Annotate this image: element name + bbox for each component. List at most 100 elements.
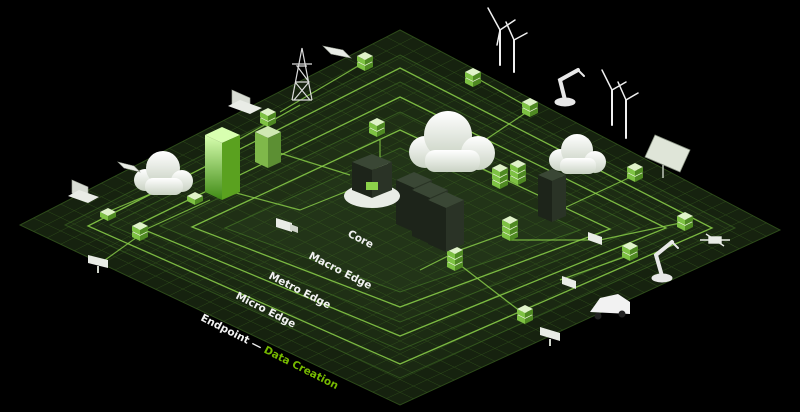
- node-cube: [447, 262, 455, 271]
- node-stack-icon: [465, 68, 481, 87]
- grid-line: [101, 182, 482, 368]
- node-cube: [140, 226, 148, 235]
- node-cube: [677, 216, 685, 225]
- node-cube: [455, 262, 463, 271]
- node-cube: [447, 250, 455, 259]
- laptop-icon: [228, 89, 262, 114]
- node-cube: [500, 168, 508, 177]
- robot-arm-icon: [554, 68, 585, 107]
- link: [479, 79, 531, 109]
- node-cube: [132, 232, 140, 241]
- node-cube: [627, 167, 635, 176]
- node-cube: [357, 62, 365, 71]
- data-center-icon: [396, 172, 464, 252]
- node-cube: [522, 108, 530, 117]
- node-cube: [517, 309, 525, 318]
- node-cube: [365, 56, 373, 65]
- node-cube: [369, 122, 377, 131]
- node-cube: [502, 226, 510, 235]
- cloud-icon: [134, 151, 193, 195]
- node-cube: [510, 220, 518, 229]
- node-cube: [518, 164, 526, 173]
- clouds: [134, 111, 606, 195]
- phone-icon: [117, 161, 141, 173]
- grid-line: [304, 179, 686, 361]
- node-cube: [685, 216, 693, 225]
- node-stack-icon: [522, 98, 538, 117]
- node-cube: [140, 232, 148, 241]
- client-devices: [68, 45, 352, 203]
- grid-line: [47, 210, 428, 393]
- link: [299, 189, 351, 211]
- node-cube: [260, 118, 268, 127]
- server-rack-icon: [538, 169, 566, 222]
- grid-line: [345, 201, 726, 380]
- node-cube: [455, 256, 463, 265]
- node-stack-icon: [447, 246, 463, 271]
- spoke-links: [104, 61, 686, 316]
- node-cube: [635, 173, 643, 182]
- car-icon: [590, 294, 630, 320]
- core-server-icon: [344, 154, 400, 208]
- node-cube: [677, 222, 685, 231]
- node-cube: [492, 180, 500, 189]
- grid-line: [291, 172, 672, 354]
- node-stack-icon: [187, 192, 203, 205]
- node-cube: [517, 315, 525, 324]
- truck-icon: [588, 232, 602, 245]
- truck-icon: [276, 218, 298, 233]
- link: [599, 221, 686, 241]
- cloud-icon: [549, 134, 606, 174]
- node-stack-icon: [622, 242, 638, 261]
- grid-line: [386, 222, 767, 399]
- grid-line: [359, 208, 740, 386]
- robot-arms: [554, 68, 679, 283]
- power-pylon-icon: [291, 47, 313, 101]
- node-cube: [502, 220, 510, 229]
- node-cube: [510, 176, 518, 185]
- node-cube: [502, 232, 510, 241]
- node-stack-icon: [492, 164, 508, 189]
- grid-line: [196, 134, 577, 324]
- tablet-icon: [322, 45, 352, 59]
- link: [459, 231, 511, 251]
- node-stack-icon: [357, 52, 373, 71]
- grid-line: [60, 203, 441, 387]
- node-cube: [492, 168, 500, 177]
- wind-turbine-icon: [617, 81, 639, 139]
- grid-line: [87, 189, 468, 374]
- grid-line: [332, 194, 713, 374]
- node-stack-icon: [677, 212, 693, 231]
- node-cube: [530, 108, 538, 117]
- node-stack-icon: [132, 222, 148, 241]
- solar-panel-icon: [644, 134, 691, 178]
- node-cube: [525, 309, 533, 318]
- node-cube: [108, 212, 116, 221]
- grid-line: [277, 165, 658, 348]
- grid-line: [372, 215, 753, 393]
- vehicles: [276, 218, 630, 320]
- node-cube: [518, 170, 526, 179]
- node-cube: [635, 167, 643, 176]
- node-stack-icon: [260, 108, 276, 127]
- node-stack-icon: [510, 160, 526, 185]
- wind-turbines: [487, 7, 639, 139]
- data-center-cluster: [344, 154, 566, 252]
- node-stack-icon: [627, 163, 643, 182]
- security-cameras: [88, 255, 560, 346]
- node-cube: [518, 176, 526, 185]
- node-cube: [260, 112, 268, 121]
- cloud-icon: [409, 111, 495, 172]
- security-camera-icon: [540, 327, 560, 346]
- laptop-icon: [68, 179, 99, 203]
- wind-turbine-icon: [601, 69, 627, 126]
- node-stack-icon: [517, 305, 533, 324]
- node-cube: [492, 174, 500, 183]
- node-cube: [685, 222, 693, 231]
- robot-arm-icon: [651, 240, 679, 283]
- grid-line: [33, 217, 414, 399]
- node-cube: [132, 226, 140, 235]
- grid-line: [318, 186, 699, 367]
